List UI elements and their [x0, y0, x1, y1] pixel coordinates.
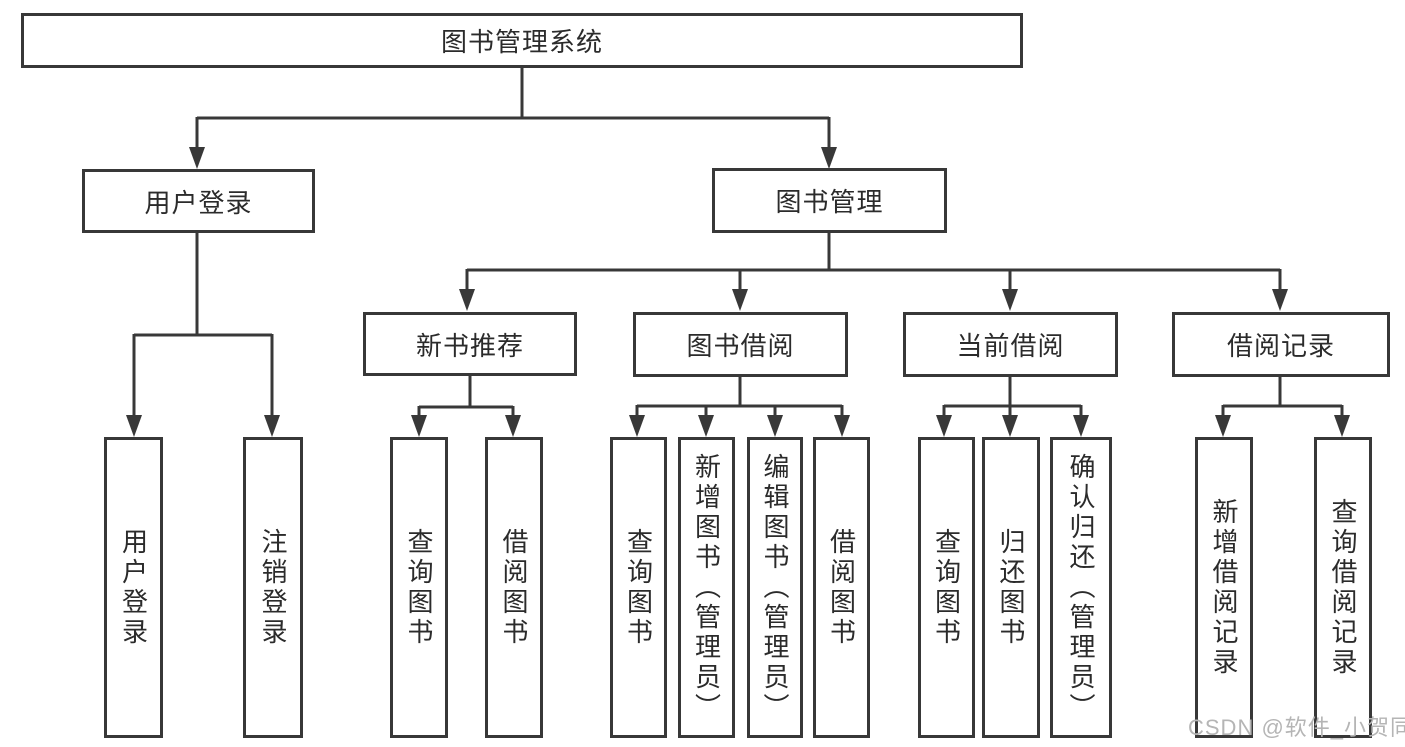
- arrow-down-icon: [1073, 415, 1089, 437]
- leaf-user-login-label: 用户登录: [118, 527, 149, 648]
- leaf-borrow-add-books-admin-label: 新增图书（管理员）: [691, 452, 722, 723]
- arrow-down-icon: [126, 415, 142, 437]
- arrow-down-icon: [629, 415, 645, 437]
- arrow-down-icon: [264, 415, 280, 437]
- edge-root-to-level2: [189, 67, 837, 169]
- edge-book-management-to-level3: [459, 231, 1288, 311]
- arrow-down-icon: [1002, 415, 1018, 437]
- leaf-current-confirm-return-admin-label: 确认归还（管理员）: [1066, 452, 1096, 723]
- node-user-login: 用户登录: [82, 169, 315, 233]
- arrow-down-icon: [1215, 415, 1231, 437]
- node-book-borrow: 图书借阅: [633, 312, 848, 377]
- leaf-newbook-query-books: 查询图书: [390, 437, 448, 738]
- leaf-newbook-query-books-label: 查询图书: [404, 527, 434, 648]
- leaf-borrow-edit-books-admin-label: 编辑图书（管理员）: [760, 452, 790, 723]
- arrow-down-icon: [732, 289, 748, 311]
- node-new-book-recommend: 新书推荐: [363, 312, 577, 376]
- edge-new-book-recommend-to-leaves: [411, 376, 521, 437]
- node-book-management-label: 图书管理: [775, 187, 884, 217]
- node-borrow-record-label: 借阅记录: [1226, 331, 1335, 361]
- arrow-down-icon: [821, 147, 837, 169]
- leaf-current-return-books: 归还图书: [982, 437, 1040, 738]
- node-new-book-recommend-label: 新书推荐: [415, 330, 524, 361]
- leaf-record-add-record: 新增借阅记录: [1195, 437, 1253, 738]
- leaf-borrow-add-books-admin: 新增图书（管理员）: [678, 437, 735, 738]
- arrow-down-icon: [411, 415, 427, 437]
- leaf-current-query-books-label: 查询图书: [931, 527, 962, 648]
- leaf-borrow-borrow-books: 借阅图书: [813, 437, 870, 738]
- leaf-borrow-query-books: 查询图书: [610, 437, 667, 738]
- leaf-current-query-books: 查询图书: [918, 437, 975, 738]
- arrow-down-icon: [505, 415, 521, 437]
- arrow-down-icon: [698, 415, 714, 437]
- node-current-borrow: 当前借阅: [903, 312, 1118, 377]
- node-book-borrow-label: 图书借阅: [686, 331, 795, 361]
- node-current-borrow-label: 当前借阅: [956, 331, 1065, 361]
- edge-borrow-record-to-leaves: [1215, 376, 1350, 437]
- arrow-down-icon: [1334, 415, 1350, 437]
- arrow-down-icon: [767, 415, 783, 437]
- leaf-newbook-borrow-books: 借阅图书: [485, 437, 543, 738]
- leaf-borrow-edit-books-admin: 编辑图书（管理员）: [747, 437, 803, 738]
- leaf-logout: 注销登录: [243, 437, 303, 738]
- leaf-logout-label: 注销登录: [258, 527, 288, 648]
- leaf-user-login: 用户登录: [104, 437, 163, 738]
- arrow-down-icon: [459, 289, 475, 311]
- leaf-newbook-borrow-books-label: 借阅图书: [499, 527, 529, 648]
- edge-current-borrow-to-leaves: [936, 376, 1089, 437]
- node-root-label: 图书管理系统: [440, 27, 603, 57]
- leaf-current-return-books-label: 归还图书: [996, 527, 1026, 648]
- arrow-down-icon: [834, 415, 850, 437]
- leaf-record-query-record: 查询借阅记录: [1314, 437, 1372, 738]
- csdn-watermark: CSDN @软件_小贺同学: [1188, 715, 1405, 740]
- arrow-down-icon: [189, 147, 205, 169]
- node-user-login-label: 用户登录: [144, 187, 253, 218]
- node-borrow-record: 借阅记录: [1172, 312, 1390, 377]
- node-book-management: 图书管理: [712, 168, 947, 233]
- leaf-borrow-borrow-books-label: 借阅图书: [826, 527, 857, 648]
- leaf-current-confirm-return-admin: 确认归还（管理员）: [1050, 437, 1112, 738]
- node-root: 图书管理系统: [21, 13, 1023, 68]
- arrow-down-icon: [1002, 289, 1018, 311]
- leaf-borrow-query-books-label: 查询图书: [623, 527, 654, 648]
- leaf-record-add-record-label: 新增借阅记录: [1209, 497, 1239, 678]
- edge-book-borrow-to-leaves: [629, 376, 850, 437]
- arrow-down-icon: [1272, 289, 1288, 311]
- arrow-down-icon: [936, 415, 952, 437]
- edge-user-login-to-leaves: [126, 231, 280, 437]
- leaf-record-query-record-label: 查询借阅记录: [1328, 497, 1358, 678]
